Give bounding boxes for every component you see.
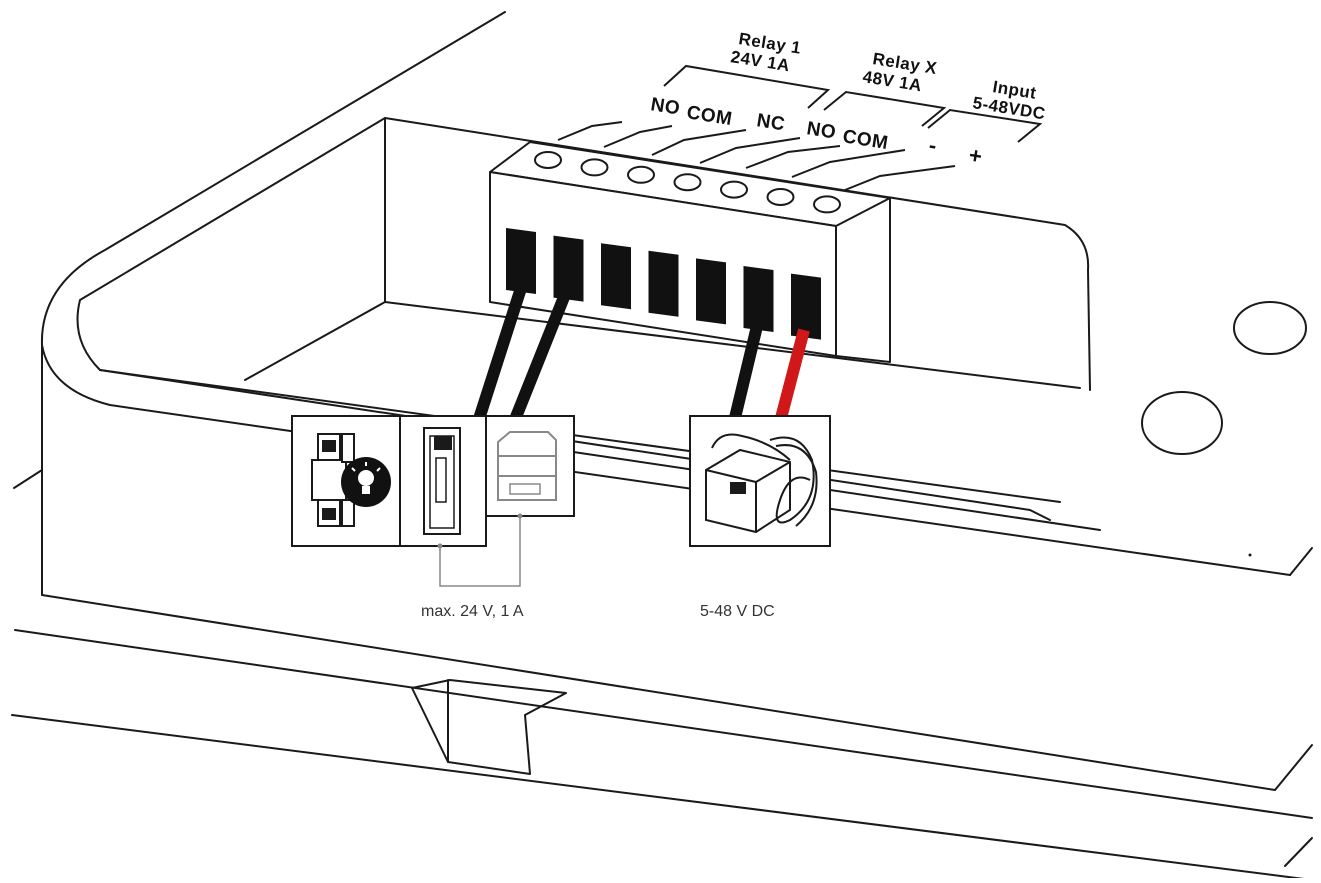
terminal-label-input-minus: - (927, 132, 938, 158)
wire-relay1-com (508, 289, 572, 425)
housing-dot (1248, 553, 1252, 557)
group-brackets (663, 64, 1043, 143)
screw-hole-input-plus (813, 195, 841, 214)
terminal-leader-lines (557, 121, 956, 191)
door-sensor-and-bulb-icon (291, 415, 401, 547)
wire-slot-input-minus (743, 266, 774, 332)
wire-slot-relayx-no (648, 250, 679, 317)
relay1-bracket (663, 64, 831, 109)
input-bracket (927, 108, 1043, 143)
relayx-bracket (823, 90, 947, 127)
screw-hole-relay1-no (534, 151, 562, 169)
terminal-label-input-plus: + (967, 142, 984, 169)
wire-input-minus (728, 320, 764, 424)
input-supply-spec: 5-48 V DC (700, 603, 775, 620)
wire-input-plus (774, 328, 810, 424)
screw-hole-input-minus (766, 188, 795, 206)
wire-slot-relay1-nc (601, 243, 631, 310)
wire-slot-input-plus (791, 273, 821, 340)
device-housing (11, 11, 1313, 881)
screw-hole-relayx-com (720, 180, 748, 199)
load-spec-bracket (439, 516, 521, 587)
terminal-label-relayx-no: NO (805, 118, 837, 143)
terminal-label-relayx-com: COM (841, 126, 890, 154)
group-labels: Relay 1 24V 1A Relay X 48V 1A Input 5-48… (729, 29, 1046, 123)
wire-slot-relayx-com (696, 258, 726, 325)
power-adapter-icon (689, 415, 831, 547)
bracket-dot-right (517, 513, 523, 519)
terminal-label-relay1-no: NO (649, 94, 681, 119)
terminal-label-relay1-com: COM (685, 102, 734, 130)
screw-hole-relayx-no (673, 173, 702, 192)
screw-hole-relay1-com (580, 158, 609, 177)
device-icons (291, 415, 831, 547)
mounting-hole-upper (1233, 301, 1307, 355)
screw-hole-relay1-nc (627, 165, 655, 184)
bracket-dot-left (437, 543, 443, 549)
relay-load-spec: max. 24 V, 1 A (421, 603, 524, 620)
mounting-hole-lower (1141, 391, 1223, 455)
terminal-block (489, 141, 891, 363)
wire-slot-relay1-no (506, 228, 536, 294)
wire-slot-relay1-com (553, 235, 584, 302)
din-rail-module-icon (485, 415, 575, 517)
electric-door-strike-icon (399, 415, 487, 547)
wires (472, 283, 810, 425)
wire-relay1-no (472, 283, 528, 424)
terminal-label-relay1-nc: NC (755, 110, 786, 135)
